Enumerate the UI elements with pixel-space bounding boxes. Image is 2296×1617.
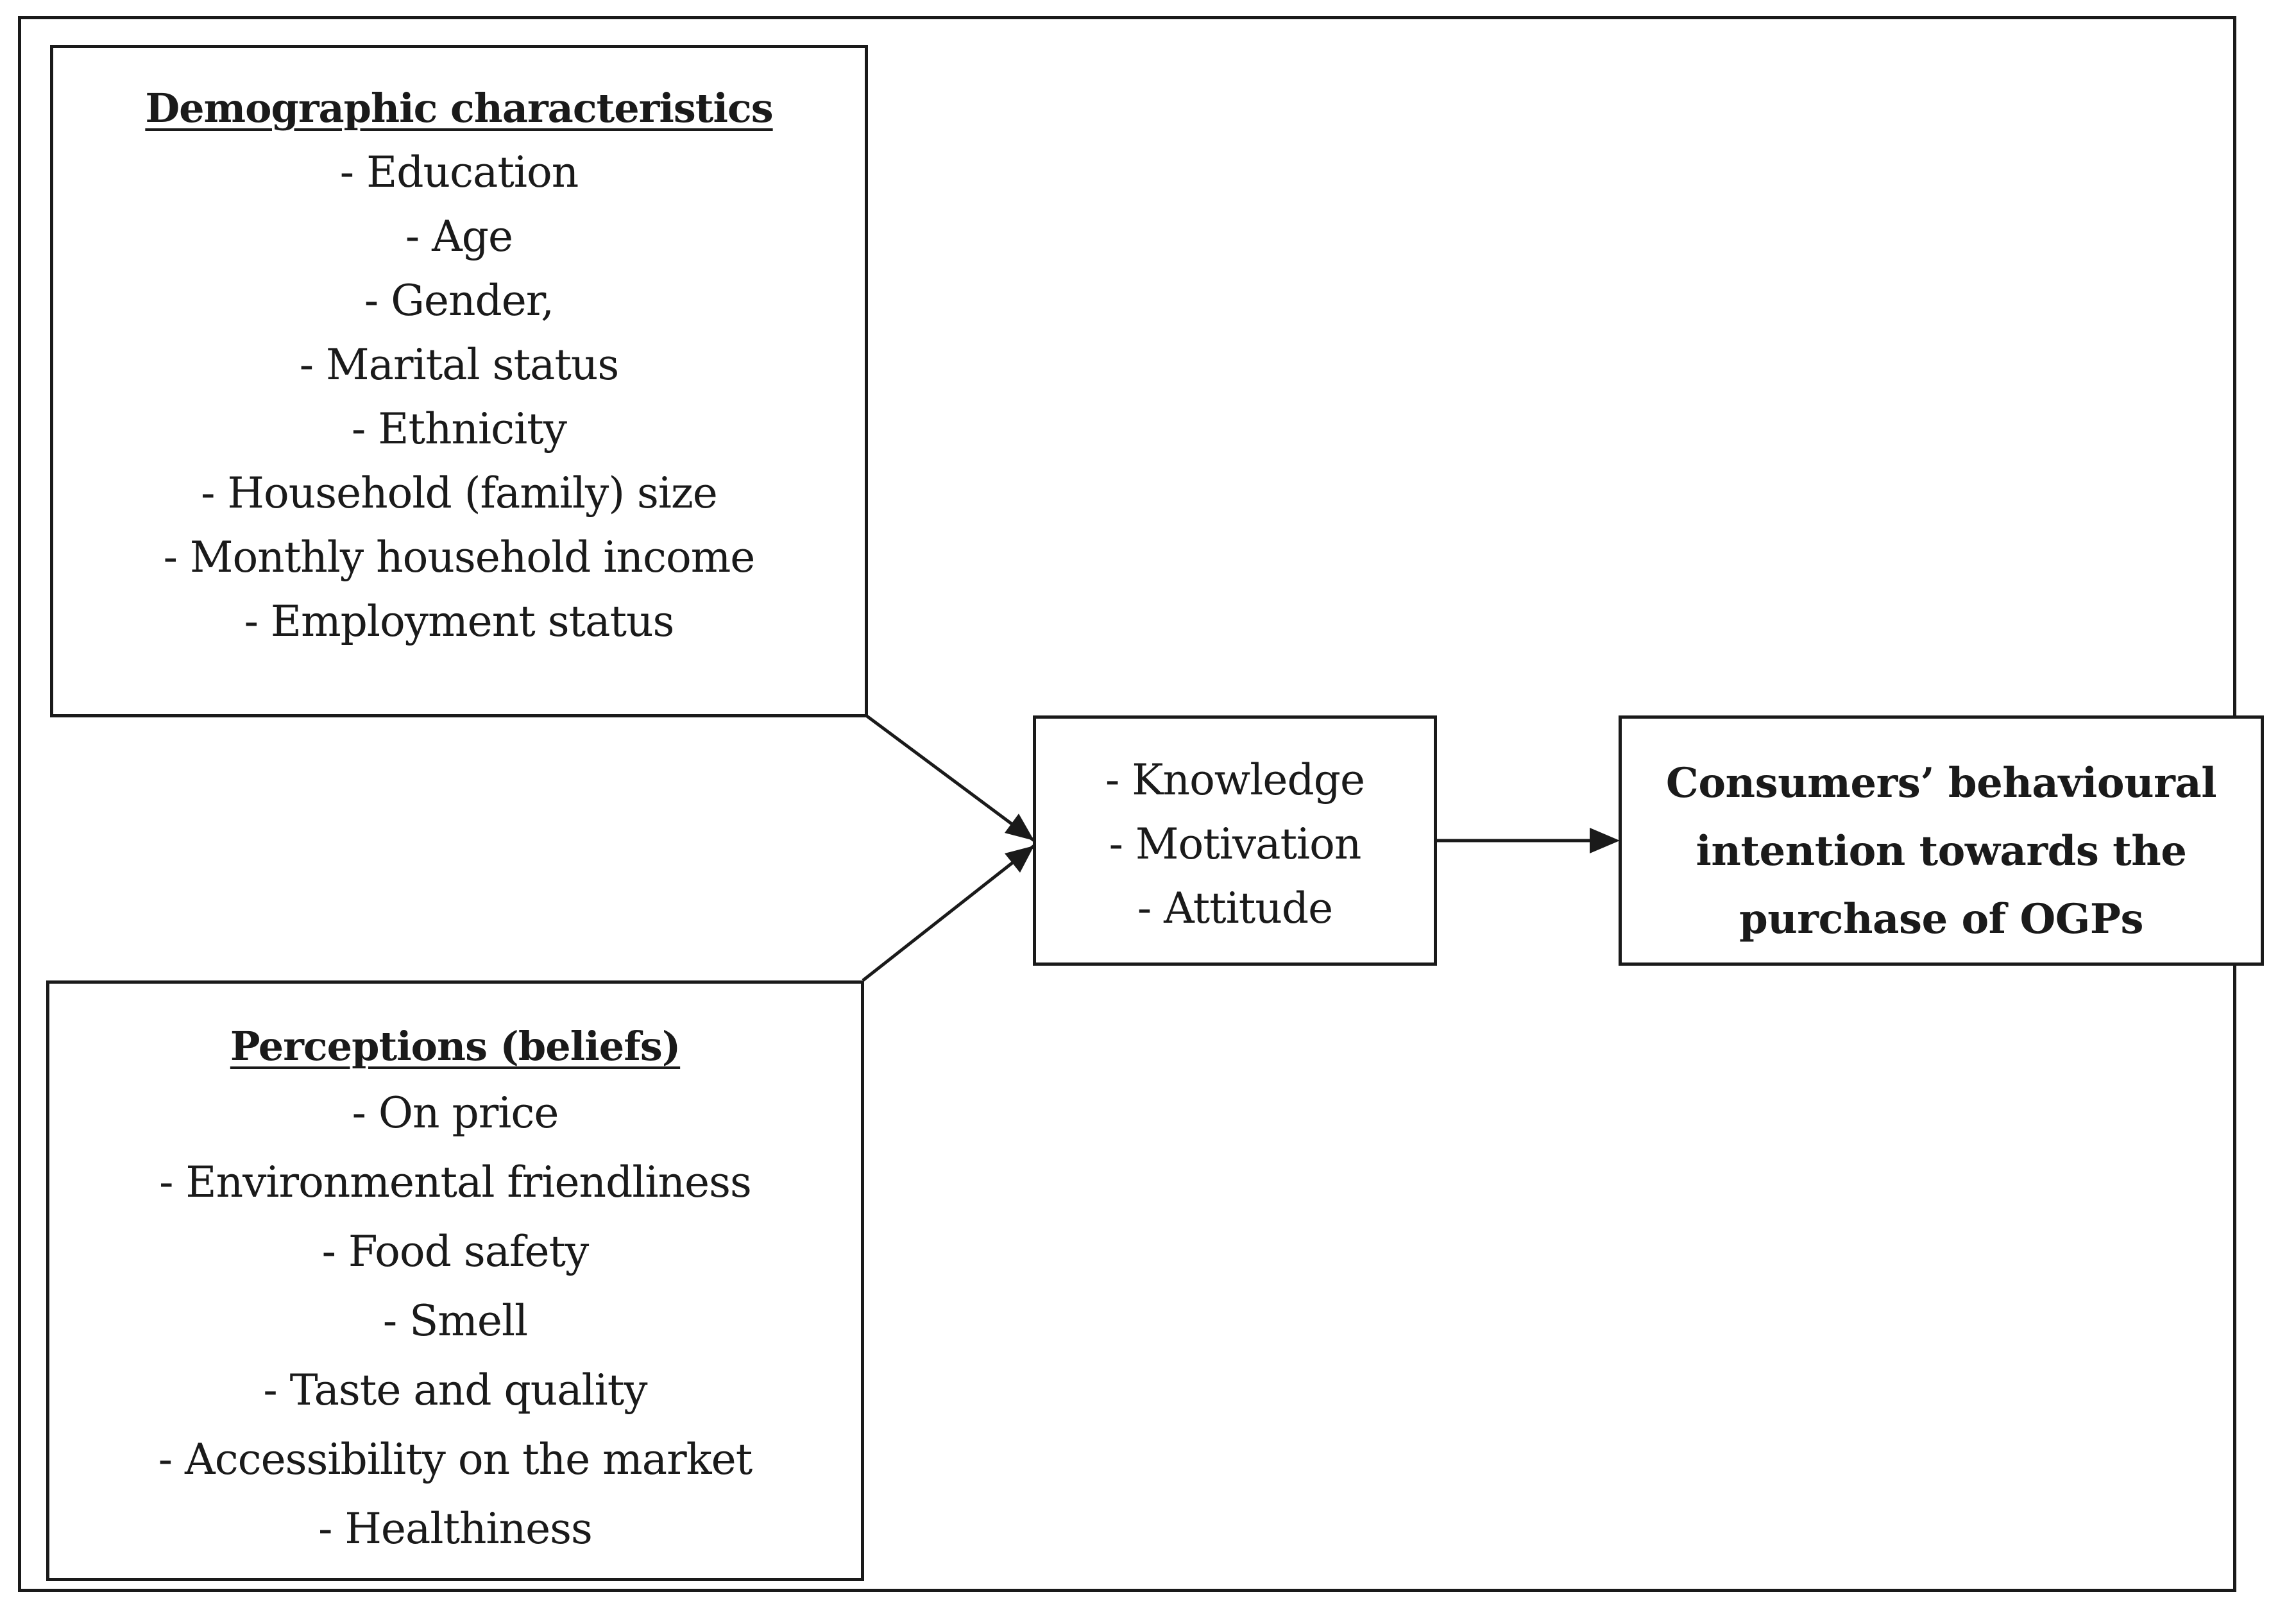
perception-item: - Taste and quality	[263, 1365, 647, 1415]
outcome-line: intention towards the	[1696, 827, 2187, 875]
demographic-item: - Gender,	[364, 276, 554, 325]
demographic-item: - Marital status	[299, 340, 619, 389]
perception-item: - Smell	[382, 1296, 528, 1346]
demographic-characteristics-title: Demographic characteristics	[145, 85, 773, 132]
mediator-item: - Knowledge	[1105, 755, 1365, 805]
perception-item: - On price	[352, 1088, 559, 1138]
demographic-item: - Employment status	[244, 597, 675, 646]
mediators-box: - Knowledge - Motivation - Attitude	[1033, 715, 1437, 966]
perceptions-title: Perceptions (beliefs)	[230, 1023, 681, 1070]
demographic-characteristics-box: Demographic characteristics - Education …	[50, 45, 868, 717]
demographic-item: - Education	[339, 148, 579, 197]
perception-item: - Accessibility on the market	[158, 1435, 753, 1484]
demographic-item: - Age	[405, 212, 513, 261]
perceptions-box: Perceptions (beliefs) - On price - Envir…	[46, 980, 864, 1581]
behavioural-intention-box: Consumers’ behavioural intention towards…	[1619, 715, 2264, 966]
perception-item: - Environmental friendliness	[159, 1158, 752, 1207]
outcome-line: Consumers’ behavioural	[1665, 759, 2217, 807]
outcome-line: purchase of OGPs	[1739, 895, 2144, 943]
demographic-item: - Ethnicity	[352, 404, 567, 454]
mediator-item: - Attitude	[1137, 884, 1333, 933]
mediator-item: - Motivation	[1109, 819, 1362, 869]
demographic-item: - Household (family) size	[201, 468, 718, 518]
perception-item: - Food safety	[321, 1227, 590, 1276]
demographic-item: - Monthly household income	[163, 533, 756, 582]
perception-item: - Healthiness	[318, 1504, 593, 1553]
